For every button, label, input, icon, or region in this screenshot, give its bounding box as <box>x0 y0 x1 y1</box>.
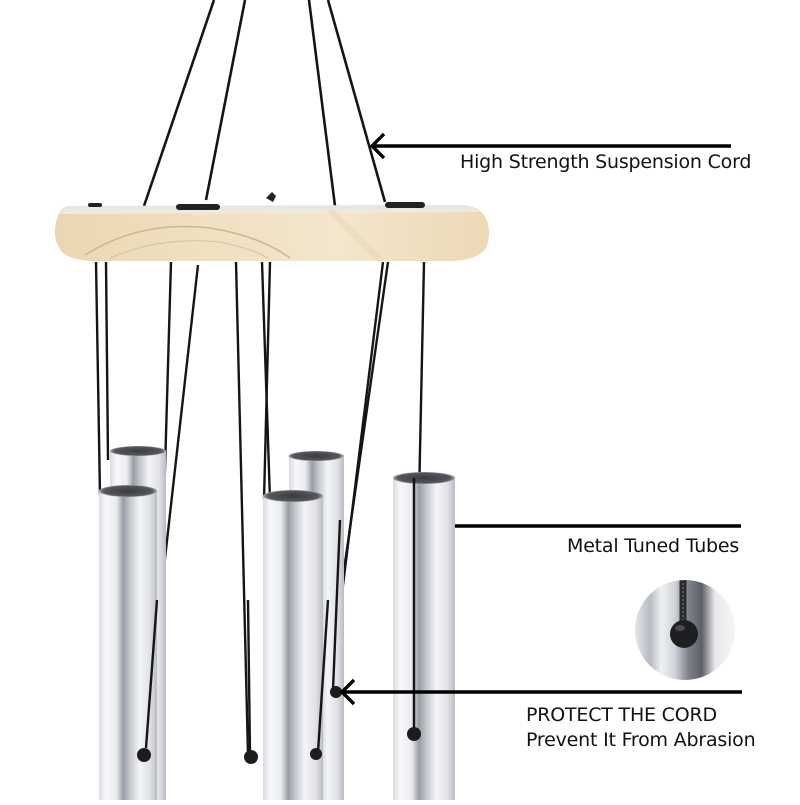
annotation-suspension-cord: High Strength Suspension Cord <box>460 151 752 173</box>
tube-right <box>393 472 455 800</box>
annotation-metal-tubes: Metal Tuned Tubes <box>567 535 740 557</box>
tube-front-left <box>99 485 157 800</box>
annotation-lines <box>339 132 742 706</box>
wooden-ring <box>54 192 489 263</box>
annotation-protect-cord: PROTECT THE CORD Prevent It From Abrasio… <box>526 703 756 753</box>
annotation-protect-cord-title: PROTECT THE CORD <box>526 704 717 726</box>
cord-knots <box>137 686 421 764</box>
suspension-cords <box>142 0 387 207</box>
annotation-protect-cord-subtitle: Prevent It From Abrasion <box>526 729 756 751</box>
cord-closeup-inset <box>633 578 737 682</box>
